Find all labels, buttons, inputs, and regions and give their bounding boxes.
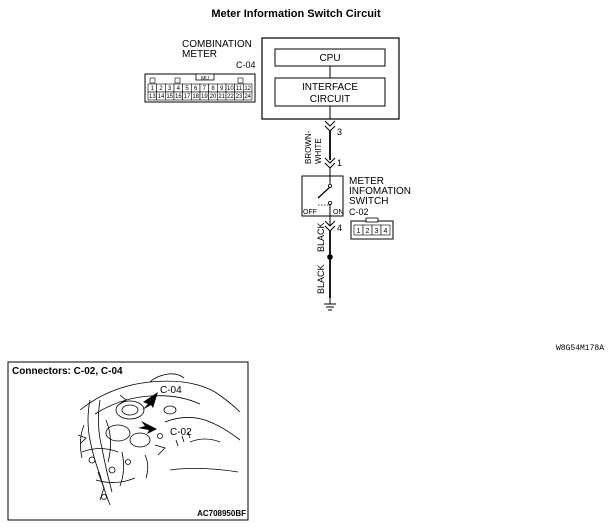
c04-pin-3: 3 (168, 86, 172, 92)
callout-arrow-c04 (142, 392, 158, 410)
c04-pin-19: 19 (201, 94, 208, 100)
wire-color-white: WHITE (314, 138, 323, 164)
c04-pin-21: 21 (218, 94, 225, 100)
c02-pin-2: 2 (366, 228, 370, 235)
ground-symbol (324, 303, 336, 311)
c04-pin-8: 8 (211, 86, 215, 92)
switch-on-label: ON (333, 209, 344, 216)
diagram-title: Meter Information Switch Circuit (211, 8, 381, 20)
c04-pin-2: 2 (159, 86, 163, 92)
switch-connector-label: C-02 (349, 207, 369, 217)
c04-pin-14: 14 (158, 94, 165, 100)
meter-name-line2: METER (182, 49, 217, 60)
inset-callout-c02: C-02 (170, 427, 192, 438)
c04-pin-10: 10 (227, 86, 234, 92)
c04-pin-5: 5 (185, 86, 189, 92)
c04-pin-22: 22 (227, 94, 234, 100)
interface-circuit-box (274, 77, 386, 107)
c04-pin-18: 18 (192, 94, 199, 100)
wire-color-black-a: BLACK (316, 222, 326, 252)
meter-name-line1: COMBINATION (182, 39, 252, 50)
c04-pin-9: 9 (220, 86, 224, 92)
c04-pin-1: 1 (151, 86, 155, 92)
c02-pin-1: 1 (357, 228, 361, 235)
wire-color-black-b: BLACK (316, 264, 326, 294)
c02-pin-3: 3 (375, 228, 379, 235)
interface-label-line1: INTERFACE (302, 82, 358, 93)
wire-color-brown: BROWN- (304, 130, 313, 164)
connector-c04-tag: MU (201, 76, 209, 82)
c04-pin-7: 7 (203, 86, 207, 92)
c04-pin-17: 17 (184, 94, 191, 100)
c04-pin-24-cell (243, 91, 253, 101)
c02-pin-4-cell (380, 224, 391, 236)
switch-name-line2: INFOMATION (349, 186, 411, 197)
switch-name-line1: METER (349, 176, 384, 187)
switch-lever (317, 186, 331, 199)
c04-pin-24: 24 (244, 94, 251, 100)
switch-box (301, 175, 344, 217)
lower-wire (324, 220, 336, 304)
c04-pin-16: 16 (175, 94, 182, 100)
pin-3-label: 3 (337, 127, 342, 137)
c04-pin-15: 15 (166, 94, 173, 100)
c04-pin-13: 13 (149, 94, 156, 100)
pin-1-label: 1 (337, 158, 342, 168)
c04-pin-4: 4 (177, 86, 181, 92)
c04-pin-20: 20 (210, 94, 217, 100)
upper-wire (324, 106, 336, 176)
meter-connector-label: C-04 (236, 60, 256, 70)
c02-pin-4: 4 (384, 228, 388, 235)
inset-callout-c04: C-04 (160, 385, 182, 396)
c04-pin-6: 6 (194, 86, 198, 92)
switch-off-label: OFF (303, 209, 317, 216)
diagram-code: W8G54M178A (556, 344, 604, 353)
c04-pin-11: 11 (236, 86, 243, 92)
c04-pin-12: 12 (244, 86, 251, 92)
interface-label-line2: CIRCUIT (310, 94, 351, 105)
dashboard-illustration (77, 373, 241, 506)
switch-name-line3: SWITCH (349, 196, 388, 207)
cpu-label: CPU (319, 53, 340, 64)
inset-title: Connectors: C-02, C-04 (12, 366, 123, 377)
callout-arrow-c02 (138, 421, 157, 434)
pin-4-label: 4 (337, 223, 342, 233)
c04-pin-23: 23 (236, 94, 243, 100)
inset-code: AC708950BF (197, 509, 246, 518)
